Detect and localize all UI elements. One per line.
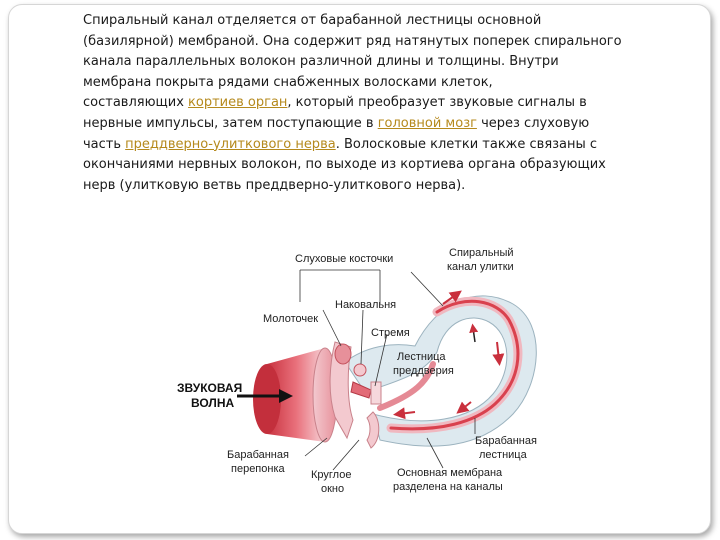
ear-diagram-svg: Слуховые косточки Спиральный канал улитк… — [177, 247, 537, 495]
ossicles — [329, 341, 382, 449]
label-vestibule: Лестница — [397, 351, 446, 363]
label-eardrum-2: перепонка — [231, 463, 286, 475]
label-basilar-2: разделена на каналы — [393, 481, 503, 493]
label-incus: Наковальня — [335, 299, 396, 311]
text-line: составляющих кортиев орган, который прео… — [83, 93, 683, 114]
slide-frame — [8, 4, 711, 534]
text-span: часть — [83, 136, 126, 152]
ear-diagram: Слуховые косточки Спиральный канал улитк… — [175, 242, 555, 500]
label-tympanic: Барабанная — [475, 435, 537, 447]
label-malleus: Молоточек — [263, 313, 318, 325]
link-vestibulocochlear-nerve[interactable]: преддверно-улиткового нерва — [125, 136, 336, 152]
leader-lines — [299, 269, 476, 471]
text-line: канала параллельных волокон различной дл… — [83, 52, 683, 73]
text-span: составляющих — [83, 95, 189, 111]
body-paragraph: Спиральный канал отделяется от барабанно… — [83, 11, 683, 196]
label-tympanic-2: лестница — [479, 449, 528, 461]
text-span: окончаниями нервных волокон, по выходе и… — [83, 157, 606, 173]
text-line: окончаниями нервных волокон, по выходе и… — [83, 155, 683, 176]
label-spiral-canal-2: канал улитки — [447, 261, 514, 273]
label-eardrum: Барабанная — [227, 449, 289, 461]
label-sound-wave-2: ВОЛНА — [191, 396, 234, 410]
text-span: канала параллельных волокон различной дл… — [83, 54, 559, 70]
text-span: нерв (улитковую ветвь преддверно-улитков… — [83, 177, 466, 193]
text-span: нервные импульсы, затем поступающие в — [83, 115, 378, 131]
text-span: , который преобразует звуковые сигналы в — [287, 95, 587, 111]
text-line: мембрана покрыта рядами снабженных волос… — [83, 73, 683, 94]
label-basilar: Основная мембрана — [397, 467, 503, 479]
text-line: нерв (улитковую ветвь преддверно-улитков… — [83, 176, 683, 197]
link-brain[interactable]: головной мозг — [377, 115, 477, 131]
text-span: Спиральный канал отделяется от барабанно… — [83, 13, 542, 28]
label-vestibule-2: преддверия — [393, 365, 454, 377]
label-round-window-2: окно — [321, 483, 344, 495]
flow-arrows — [237, 290, 505, 420]
label-spiral-canal: Спиральный — [449, 247, 514, 259]
label-ossicles: Слуховые косточки — [295, 253, 393, 265]
label-stapes: Стремя — [371, 327, 410, 339]
text-span: через слуховую — [476, 115, 590, 131]
text-line: Спиральный канал отделяется от барабанно… — [83, 11, 683, 32]
label-sound-wave: ЗВУКОВАЯ — [177, 381, 242, 395]
text-span: . Волосковые клетки также связаны с — [335, 136, 598, 152]
cochlea-tube — [344, 295, 537, 447]
text-span: мембрана покрыта рядами снабженных волос… — [83, 74, 493, 90]
text-span: (базилярной) мембраной. Она содержит ряд… — [83, 33, 622, 49]
text-line: нервные импульсы, затем поступающие в го… — [83, 114, 683, 135]
text-line: (базилярной) мембраной. Она содержит ряд… — [83, 32, 683, 53]
text-line: часть преддверно-улиткового нерва. Волос… — [83, 135, 683, 156]
link-corti-organ[interactable]: кортиев орган — [188, 95, 288, 111]
label-round-window: Круглое — [311, 469, 351, 481]
